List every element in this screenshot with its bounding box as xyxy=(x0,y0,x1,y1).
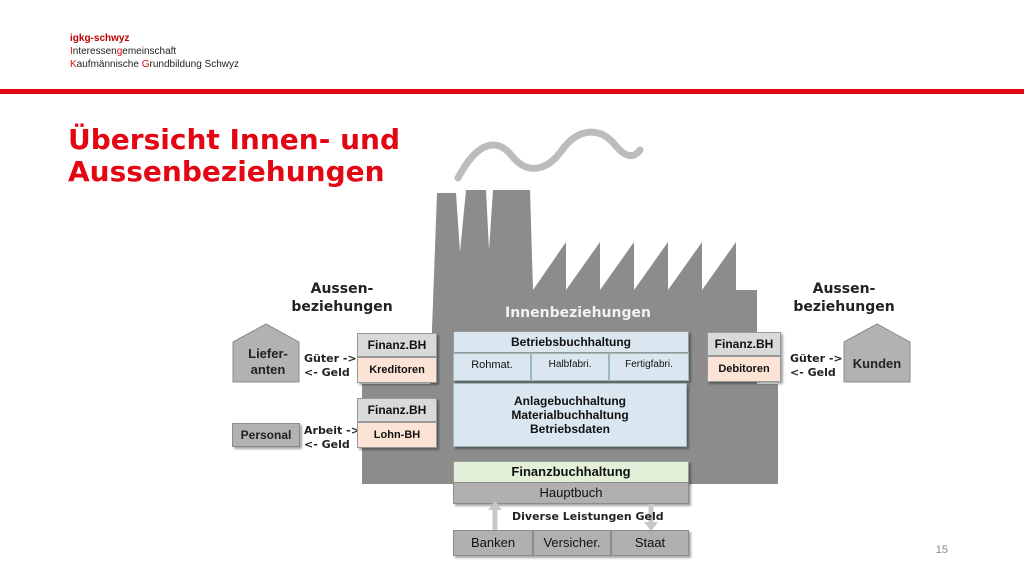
header-red-bar xyxy=(0,89,1024,94)
arrow-up-icon xyxy=(488,501,502,510)
flow-personal: Arbeit -><- Geld xyxy=(304,424,360,451)
finanz-bh-box-2: Finanz.BH xyxy=(357,398,437,422)
slide-title: Übersicht Innen- und Aussenbeziehungen xyxy=(68,123,400,188)
finanz-bh-box-right: Finanz.BH xyxy=(707,332,781,356)
aussen-left-label: Aussen-beziehungen xyxy=(291,281,393,315)
diverse-leistungen-label: Diverse Leistungen Geld xyxy=(512,510,664,523)
flow-arrows xyxy=(488,501,658,531)
debitoren-box: Debitoren xyxy=(707,356,781,382)
lieferanten-house-shape xyxy=(232,323,300,383)
lohn-bh-box: Lohn-BH xyxy=(357,422,437,448)
staat-box: Staat xyxy=(611,530,689,556)
finanzbuchhaltung-box: Finanzbuchhaltung xyxy=(453,461,689,483)
versicher-box: Versicher. xyxy=(533,530,611,556)
org-line-2: Interessengemeinschaft xyxy=(70,46,177,57)
org-name: igkg-schwyz xyxy=(70,33,130,44)
flow-lieferanten: Güter -><- Geld xyxy=(304,352,357,379)
personal-box: Personal xyxy=(232,423,300,447)
innen-label: Innenbeziehungen xyxy=(505,305,651,321)
finanz-bh-box-1: Finanz.BH xyxy=(357,333,437,357)
lieferanten-label: Liefer-anten xyxy=(248,346,288,377)
page-number: 15 xyxy=(935,544,948,556)
hauptbuch-box: Hauptbuch xyxy=(453,482,689,504)
fertigfabri-cell: Fertigfabri. xyxy=(609,353,689,381)
kunden-house-shape xyxy=(843,323,911,383)
flow-kunden: Güter -><- Geld xyxy=(790,352,843,379)
halbfabri-cell: Halbfabri. xyxy=(531,353,609,381)
kunden-label: Kunden xyxy=(852,356,902,371)
kreditoren-box: Kreditoren xyxy=(357,357,437,383)
org-line-3: Kaufmännische Grundbildung Schwyz xyxy=(70,59,239,70)
smoke-icon xyxy=(454,128,644,182)
betriebsbuchhaltung-header: Betriebsbuchhaltung xyxy=(453,331,689,353)
arrow-down-icon xyxy=(644,522,658,531)
rohmat-cell: Rohmat. xyxy=(453,353,531,381)
aussen-right-label: Aussen-beziehungen xyxy=(793,281,895,315)
logo-text: igkg-schwyz Interessengemeinschaft Kaufm… xyxy=(70,32,239,71)
banken-box: Banken xyxy=(453,530,533,556)
